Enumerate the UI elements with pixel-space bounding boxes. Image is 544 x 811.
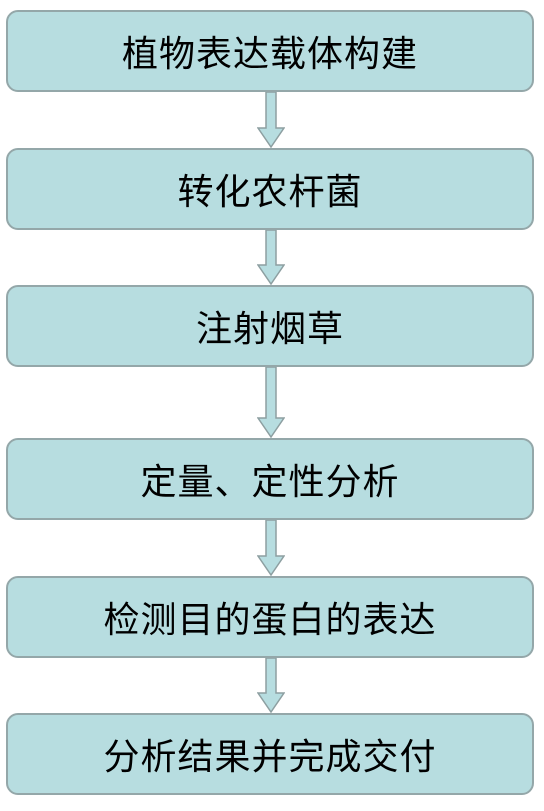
step-quant-qual-analysis: 定量、定性分析 <box>6 438 534 520</box>
step-label: 分析结果并完成交付 <box>103 737 437 778</box>
down-arrow-icon <box>257 658 285 713</box>
down-arrow-icon <box>257 230 285 285</box>
step-inject-tobacco: 注射烟草 <box>6 285 534 367</box>
step-label: 转化农杆菌 <box>177 172 363 213</box>
step-label: 植物表达载体构建 <box>121 34 418 75</box>
step-detect-protein-expression: 检测目的蛋白的表达 <box>6 576 534 658</box>
step-label: 检测目的蛋白的表达 <box>103 600 437 641</box>
step-construct-vector: 植物表达载体构建 <box>6 10 534 92</box>
step-label: 注射烟草 <box>195 309 344 350</box>
down-arrow-icon <box>257 520 285 576</box>
down-arrow-icon <box>257 92 285 148</box>
step-analyze-and-deliver: 分析结果并完成交付 <box>6 713 534 795</box>
step-label: 定量、定性分析 <box>140 462 400 503</box>
step-transform-agrobacterium: 转化农杆菌 <box>6 148 534 230</box>
down-arrow-icon <box>257 367 285 438</box>
